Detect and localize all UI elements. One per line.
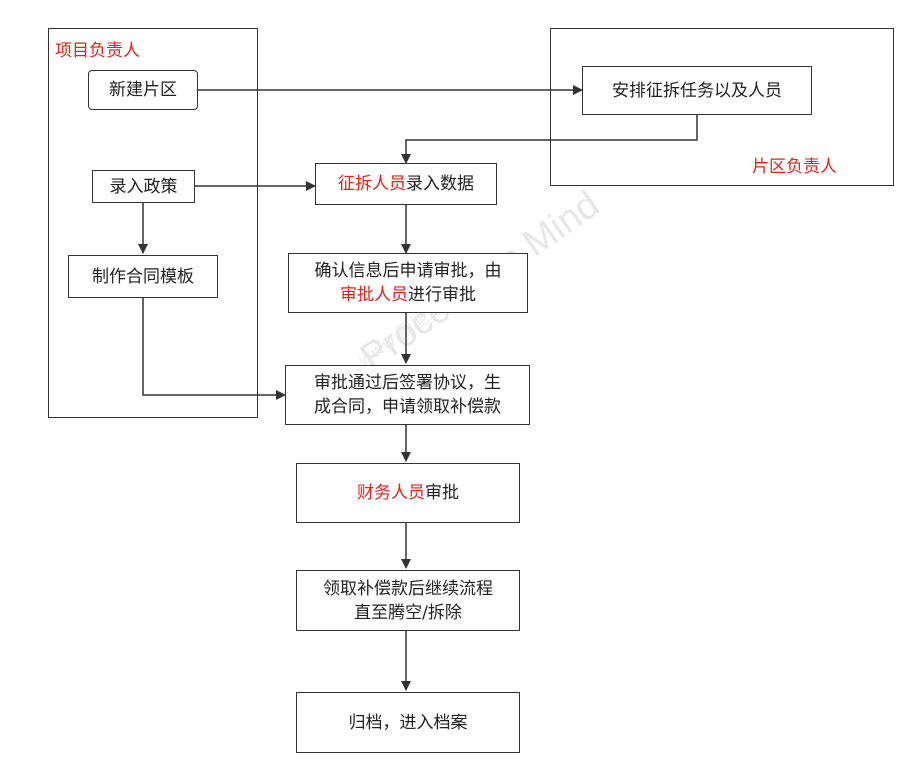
node-continue-flow[interactable]: 领取补偿款后继续流程 直至腾空/拆除: [296, 570, 520, 631]
lane-area-owner-title: 片区负责人: [752, 157, 837, 177]
node-assign-task-label: 安排征拆任务以及人员: [612, 80, 782, 101]
confirm-apply-text: 进行审批: [408, 285, 476, 305]
record-data-text: 录入数据: [406, 174, 474, 194]
sign-contract-line2: 成合同，申请领取补偿款: [314, 397, 501, 417]
node-enter-policy[interactable]: 录入政策: [92, 170, 195, 203]
role-approver: 审批人员: [340, 285, 408, 305]
node-record-data-label: 征拆人员录入数据: [338, 172, 474, 196]
continue-flow-line1: 领取补偿款后继续流程: [323, 578, 493, 599]
node-finance-review-label: 财务人员审批: [357, 481, 459, 505]
edge-assign-to-record: [401, 115, 698, 164]
confirm-apply-line1: 确认信息后申请审批，由: [314, 261, 502, 281]
node-make-template[interactable]: 制作合同模板: [68, 255, 218, 298]
lane-project-owner-title: 项目负责人: [55, 41, 140, 61]
node-enter-policy-label: 录入政策: [109, 176, 178, 197]
continue-flow-line2: 直至腾空/拆除: [354, 602, 462, 623]
lane-area-owner: [550, 28, 894, 186]
node-confirm-apply[interactable]: 确认信息后申请审批，由 审批人员进行审批: [288, 253, 528, 313]
node-sign-contract-label: 审批通过后签署协议，生 成合同，申请领取补偿款: [314, 371, 501, 419]
node-make-template-label: 制作合同模板: [92, 266, 194, 287]
sign-contract-line1: 审批通过后签署协议，生: [314, 373, 501, 393]
node-archive[interactable]: 归档，进入档案: [296, 692, 520, 753]
edge-template-to-sign: [142, 298, 286, 400]
role-finance: 财务人员: [357, 483, 425, 503]
role-collector: 征拆人员: [338, 174, 406, 194]
node-new-area-label: 新建片区: [109, 80, 177, 100]
node-assign-task[interactable]: 安排征拆任务以及人员: [582, 66, 812, 115]
finance-review-text: 审批: [425, 483, 459, 503]
node-confirm-apply-label: 确认信息后申请审批，由 审批人员进行审批: [315, 259, 502, 307]
node-continue-flow-label: 领取补偿款后继续流程 直至腾空/拆除: [323, 577, 493, 625]
node-new-area[interactable]: 新建片区: [88, 70, 198, 110]
node-archive-label: 归档，进入档案: [348, 712, 468, 733]
lane-project-owner: [48, 28, 258, 418]
node-record-data[interactable]: 征拆人员录入数据: [315, 163, 497, 205]
node-sign-contract[interactable]: 审批通过后签署协议，生 成合同，申请领取补偿款: [285, 365, 530, 425]
node-finance-review[interactable]: 财务人员审批: [296, 463, 520, 523]
